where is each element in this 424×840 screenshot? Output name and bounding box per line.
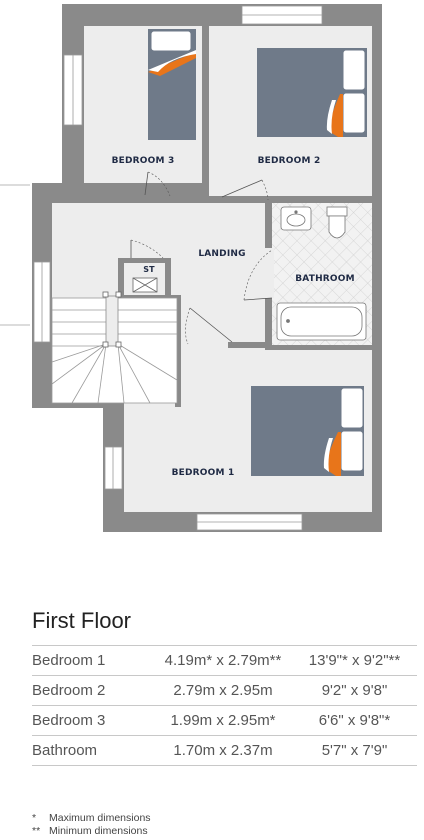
note-text: Maximum dimensions [49,812,151,824]
imperial-dimensions: 5'7" x 7'9" [292,735,417,766]
bathroom-fixtures [276,206,367,341]
windows [33,5,323,531]
staircase [51,291,178,404]
store-tank-cross [132,277,158,293]
metric-dimensions: 1.70m x 2.37m [154,735,292,766]
toilet-pan [328,215,346,239]
table-row: Bedroom 1 4.19m* x 2.79m** 13'9"* x 9'2"… [32,645,417,676]
room-label-bedroom-2: BEDROOM 2 [258,156,321,166]
imperial-dimensions: 6'6" x 9'8"* [292,705,417,736]
room-name: Bedroom 2 [32,675,154,706]
doors [144,171,273,345]
floor-plan: BEDROOM 3 BEDROOM 2 LANDING ST BATHROOM … [0,4,382,532]
bed-bedroom-3 [148,29,196,140]
toilet-cistern [326,206,348,217]
note-min: ** Minimum dimensions [32,825,151,838]
window-bedroom-1-side [104,446,123,490]
bathroom-door-gap [265,248,274,298]
table-row: Bedroom 2 2.79m x 2.95m 9'2" x 9'8" [32,675,417,706]
dimension-notes: * Maximum dimensions ** Minimum dimensions [32,812,151,838]
metric-dimensions: 4.19m* x 2.79m** [154,645,292,676]
metric-dimensions: 2.79m x 2.95m [154,675,292,706]
bed-bedroom-1 [251,386,364,476]
room-name: Bathroom [32,735,154,766]
imperial-dimensions: 9'2" x 9'8" [292,675,417,706]
room-name: Bedroom 3 [32,705,154,736]
section-title: First Floor [32,608,131,633]
room-label-bedroom-1: BEDROOM 1 [172,468,235,478]
note-text: Minimum dimensions [49,825,148,837]
imperial-dimensions: 13'9"* x 9'2"** [292,645,417,676]
room-name: Bedroom 1 [32,645,154,676]
room-label-landing: LANDING [198,249,245,259]
table-row: Bedroom 3 1.99m x 2.95m* 6'6" x 9'8"* [32,705,417,736]
bathroom-wall-bottom [265,345,375,350]
bed-bedroom-2 [257,48,367,137]
note-max: * Maximum dimensions [32,812,151,825]
note-marker: ** [32,825,41,837]
table-row: Bathroom 1.70m x 2.37m 5'7" x 7'9" [32,735,417,766]
dimensions-table: Bedroom 1 4.19m* x 2.79m** 13'9"* x 9'2"… [32,645,417,766]
room-label-bedroom-3: BEDROOM 3 [112,156,175,166]
room-label-bathroom: BATHROOM [295,274,355,284]
metric-dimensions: 1.99m x 2.95m* [154,705,292,736]
room-label-store: ST [143,265,155,274]
note-marker: * [32,812,37,824]
